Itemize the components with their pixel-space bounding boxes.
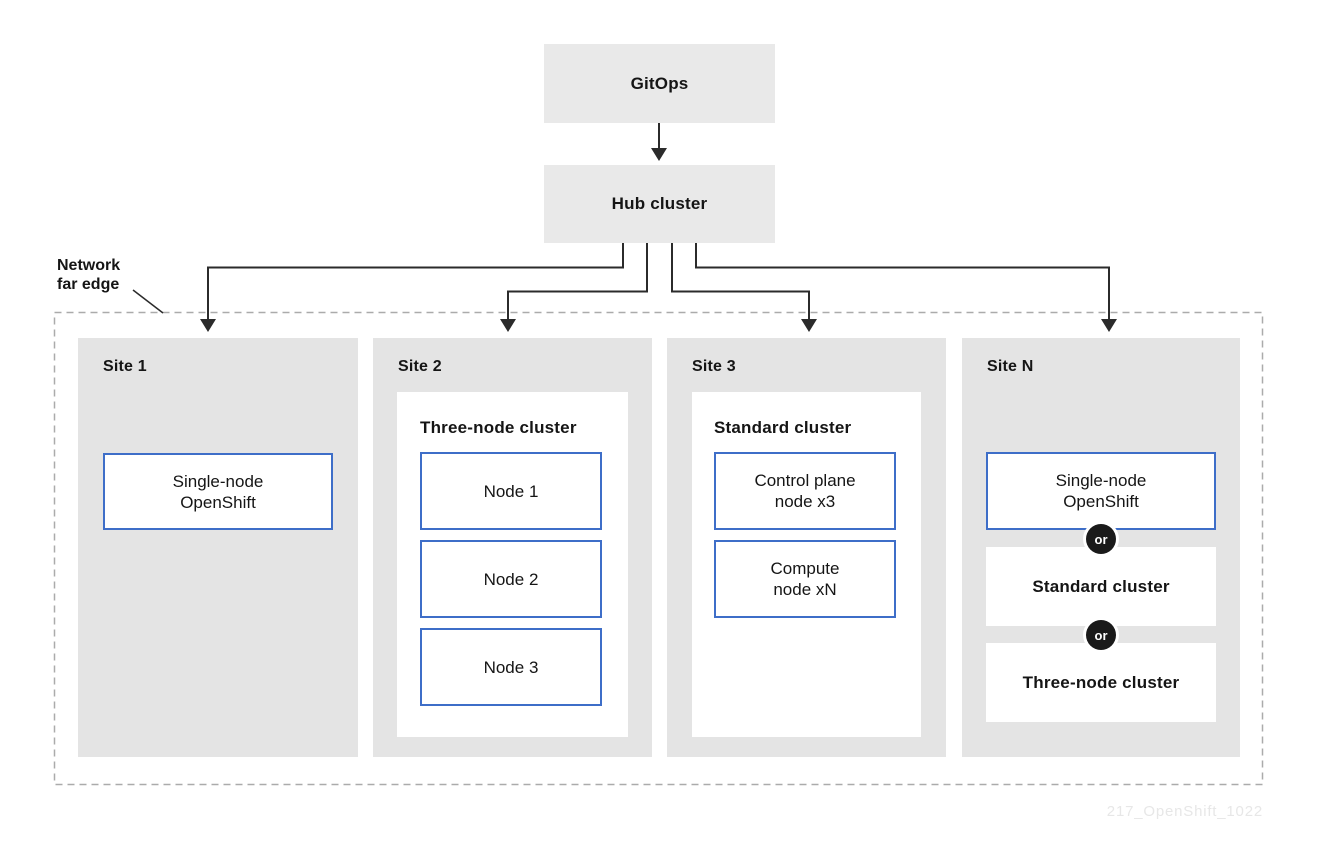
site3-control-plane-line1: Control plane [754,471,856,490]
siteN-option3-label: Three-node cluster [1022,672,1180,692]
gitops-box: GitOps [544,44,775,123]
or-badge-1-label: or [1094,531,1108,547]
site3-control-plane-line2: node x3 [774,492,836,511]
site3-compute-box: Compute node xN [714,540,896,618]
gitops-box-label: GitOps [630,73,689,93]
site2-node2-label: Node 2 [483,569,539,589]
site1-single-node-openshift-box: Single-node OpenShift [103,453,333,530]
arrowhead-siteN [1101,319,1117,332]
siteN-option1-line2: OpenShift [1063,492,1139,511]
site3-control-plane-text: Control plane node x3 [754,470,855,512]
site2-node3-label: Node 3 [483,657,539,677]
arrowhead-gitops-to-hub [651,148,667,161]
network-far-edge-label-line2: far edge [57,276,120,293]
network-far-edge-label-line1: Network [57,257,121,274]
site3-control-plane-box: Control plane node x3 [714,452,896,530]
watermark-text: 217_OpenShift_1022 [1106,803,1263,820]
arrowhead-site1 [200,319,216,332]
site2-cluster-title: Three-node cluster [420,418,577,437]
network-far-edge-label: Network far edge [57,256,120,294]
site1-panel: Site 1 [78,338,358,757]
connector-hub-to-site2 [507,243,648,320]
site3-label: Site 3 [692,358,736,375]
or-badge-2-label: or [1094,627,1108,643]
site3-compute-line1: Compute [770,559,840,578]
siteN-label: Site N [987,358,1034,375]
site1-box-line2: OpenShift [180,492,256,512]
site2-node1-label: Node 1 [483,481,539,501]
site2-node2-box: Node 2 [420,540,602,618]
arrowhead-site3 [801,319,817,332]
site3-compute-line2: node xN [773,580,837,599]
network-far-edge-pointer-line [132,289,164,314]
connector-hub-to-site3 [671,243,810,320]
arrowhead-site2 [500,319,516,332]
site2-label: Site 2 [398,358,442,375]
siteN-option2-label: Standard cluster [1032,576,1170,596]
siteN-three-node-cluster-box: Three-node cluster [986,643,1216,722]
siteN-option1-line1: Single-node [1055,471,1147,490]
site3-cluster-title: Standard cluster [714,418,852,437]
site2-node1-box: Node 1 [420,452,602,530]
hub-cluster-box-label: Hub cluster [611,194,708,213]
site1-label: Site 1 [103,358,147,375]
site1-box-line1: Single-node [172,471,264,491]
siteN-single-node-openshift-box: Single-node OpenShift [986,452,1216,530]
or-badge-1: or [1086,524,1116,554]
connector-hub-to-siteN [695,243,1110,320]
hub-cluster-box: Hub cluster [544,165,775,243]
or-badge-2: or [1086,620,1116,650]
siteN-standard-cluster-box: Standard cluster [986,547,1216,626]
connector-hub-to-site1 [207,243,624,320]
site1-single-node-openshift-text: Single-node OpenShift [173,471,264,513]
siteN-single-node-openshift-text: Single-node OpenShift [1056,470,1147,512]
site3-compute-text: Compute node xN [771,558,840,600]
site2-node3-box: Node 3 [420,628,602,706]
